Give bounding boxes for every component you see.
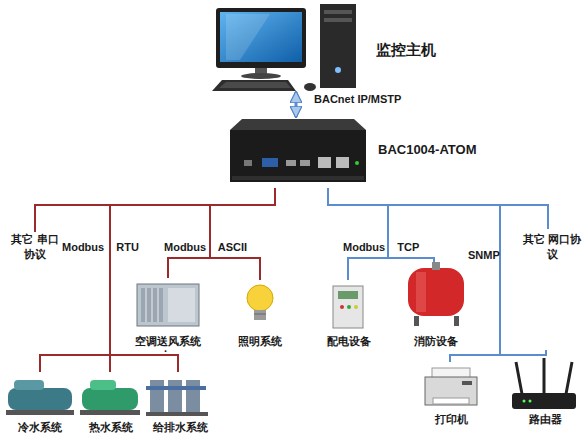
double-arrow [295, 92, 298, 117]
protocol-label: 其它 网口协议 [522, 232, 582, 262]
computer-icon [212, 4, 356, 91]
node-caption: 打印机 [435, 413, 468, 426]
node-caption: 空调送风系统 [135, 335, 201, 348]
bus-connector [210, 188, 275, 280]
network-bus-line [328, 205, 548, 229]
node-title: BAC1004-ATOM [378, 142, 476, 157]
lighting-system: 照明系统 [230, 280, 290, 348]
chilled-water-system: 冷水系统 [2, 372, 78, 434]
node-caption: 照明系统 [238, 335, 282, 348]
node-caption: 消防设备 [414, 335, 458, 348]
pump-icon [146, 380, 208, 416]
protocol-label: Modbus TCP [343, 240, 419, 255]
node-caption: 配电设备 [327, 335, 371, 348]
router-icon [512, 358, 576, 409]
fire-tank-icon [408, 262, 464, 326]
light-bulb-icon [247, 285, 273, 320]
bus-connector [328, 188, 388, 280]
monitor-host: 监控主机 [210, 3, 435, 92]
gateway-device: BAC1004-ATOM [228, 117, 478, 188]
protocol-label: Modbus RTU [62, 240, 139, 255]
serial-bus-line [35, 205, 275, 232]
gateway-device-icon [230, 119, 366, 182]
fire-equipment: 消防设备 [398, 262, 474, 348]
protocol-label: Modbus ASCII [164, 240, 247, 255]
water-supply-system: 给排水系统 [144, 372, 216, 434]
protocol-label: 其它 串口协议 [6, 232, 64, 262]
printer-icon [425, 368, 477, 405]
chiller-icon [6, 380, 74, 415]
boiler-icon [80, 380, 140, 415]
node-caption: 热水系统 [89, 421, 133, 434]
printer: 打印机 [418, 362, 484, 426]
cabinet-icon [333, 286, 363, 328]
node-title: 监控主机 [376, 41, 436, 60]
node-caption: 给排水系统 [153, 421, 208, 434]
protocol-label: SNMP [468, 248, 500, 263]
hot-water-system: 热水系统 [78, 372, 144, 434]
node-caption: 冷水系统 [18, 421, 62, 434]
ac-system: 空调送风系统 [128, 278, 208, 348]
bus-connector [328, 188, 546, 355]
power-equipment: 配电设备 [318, 280, 380, 348]
edge-label: BACnet IP/MSTP [314, 92, 401, 107]
bus-connector [168, 188, 275, 278]
router: 路由器 [510, 350, 580, 426]
node-caption: 路由器 [529, 413, 562, 426]
bus-connector [328, 188, 500, 362]
ac-unit-icon [137, 284, 199, 326]
bus-connector [328, 188, 434, 262]
stray-mark: . [164, 341, 167, 356]
